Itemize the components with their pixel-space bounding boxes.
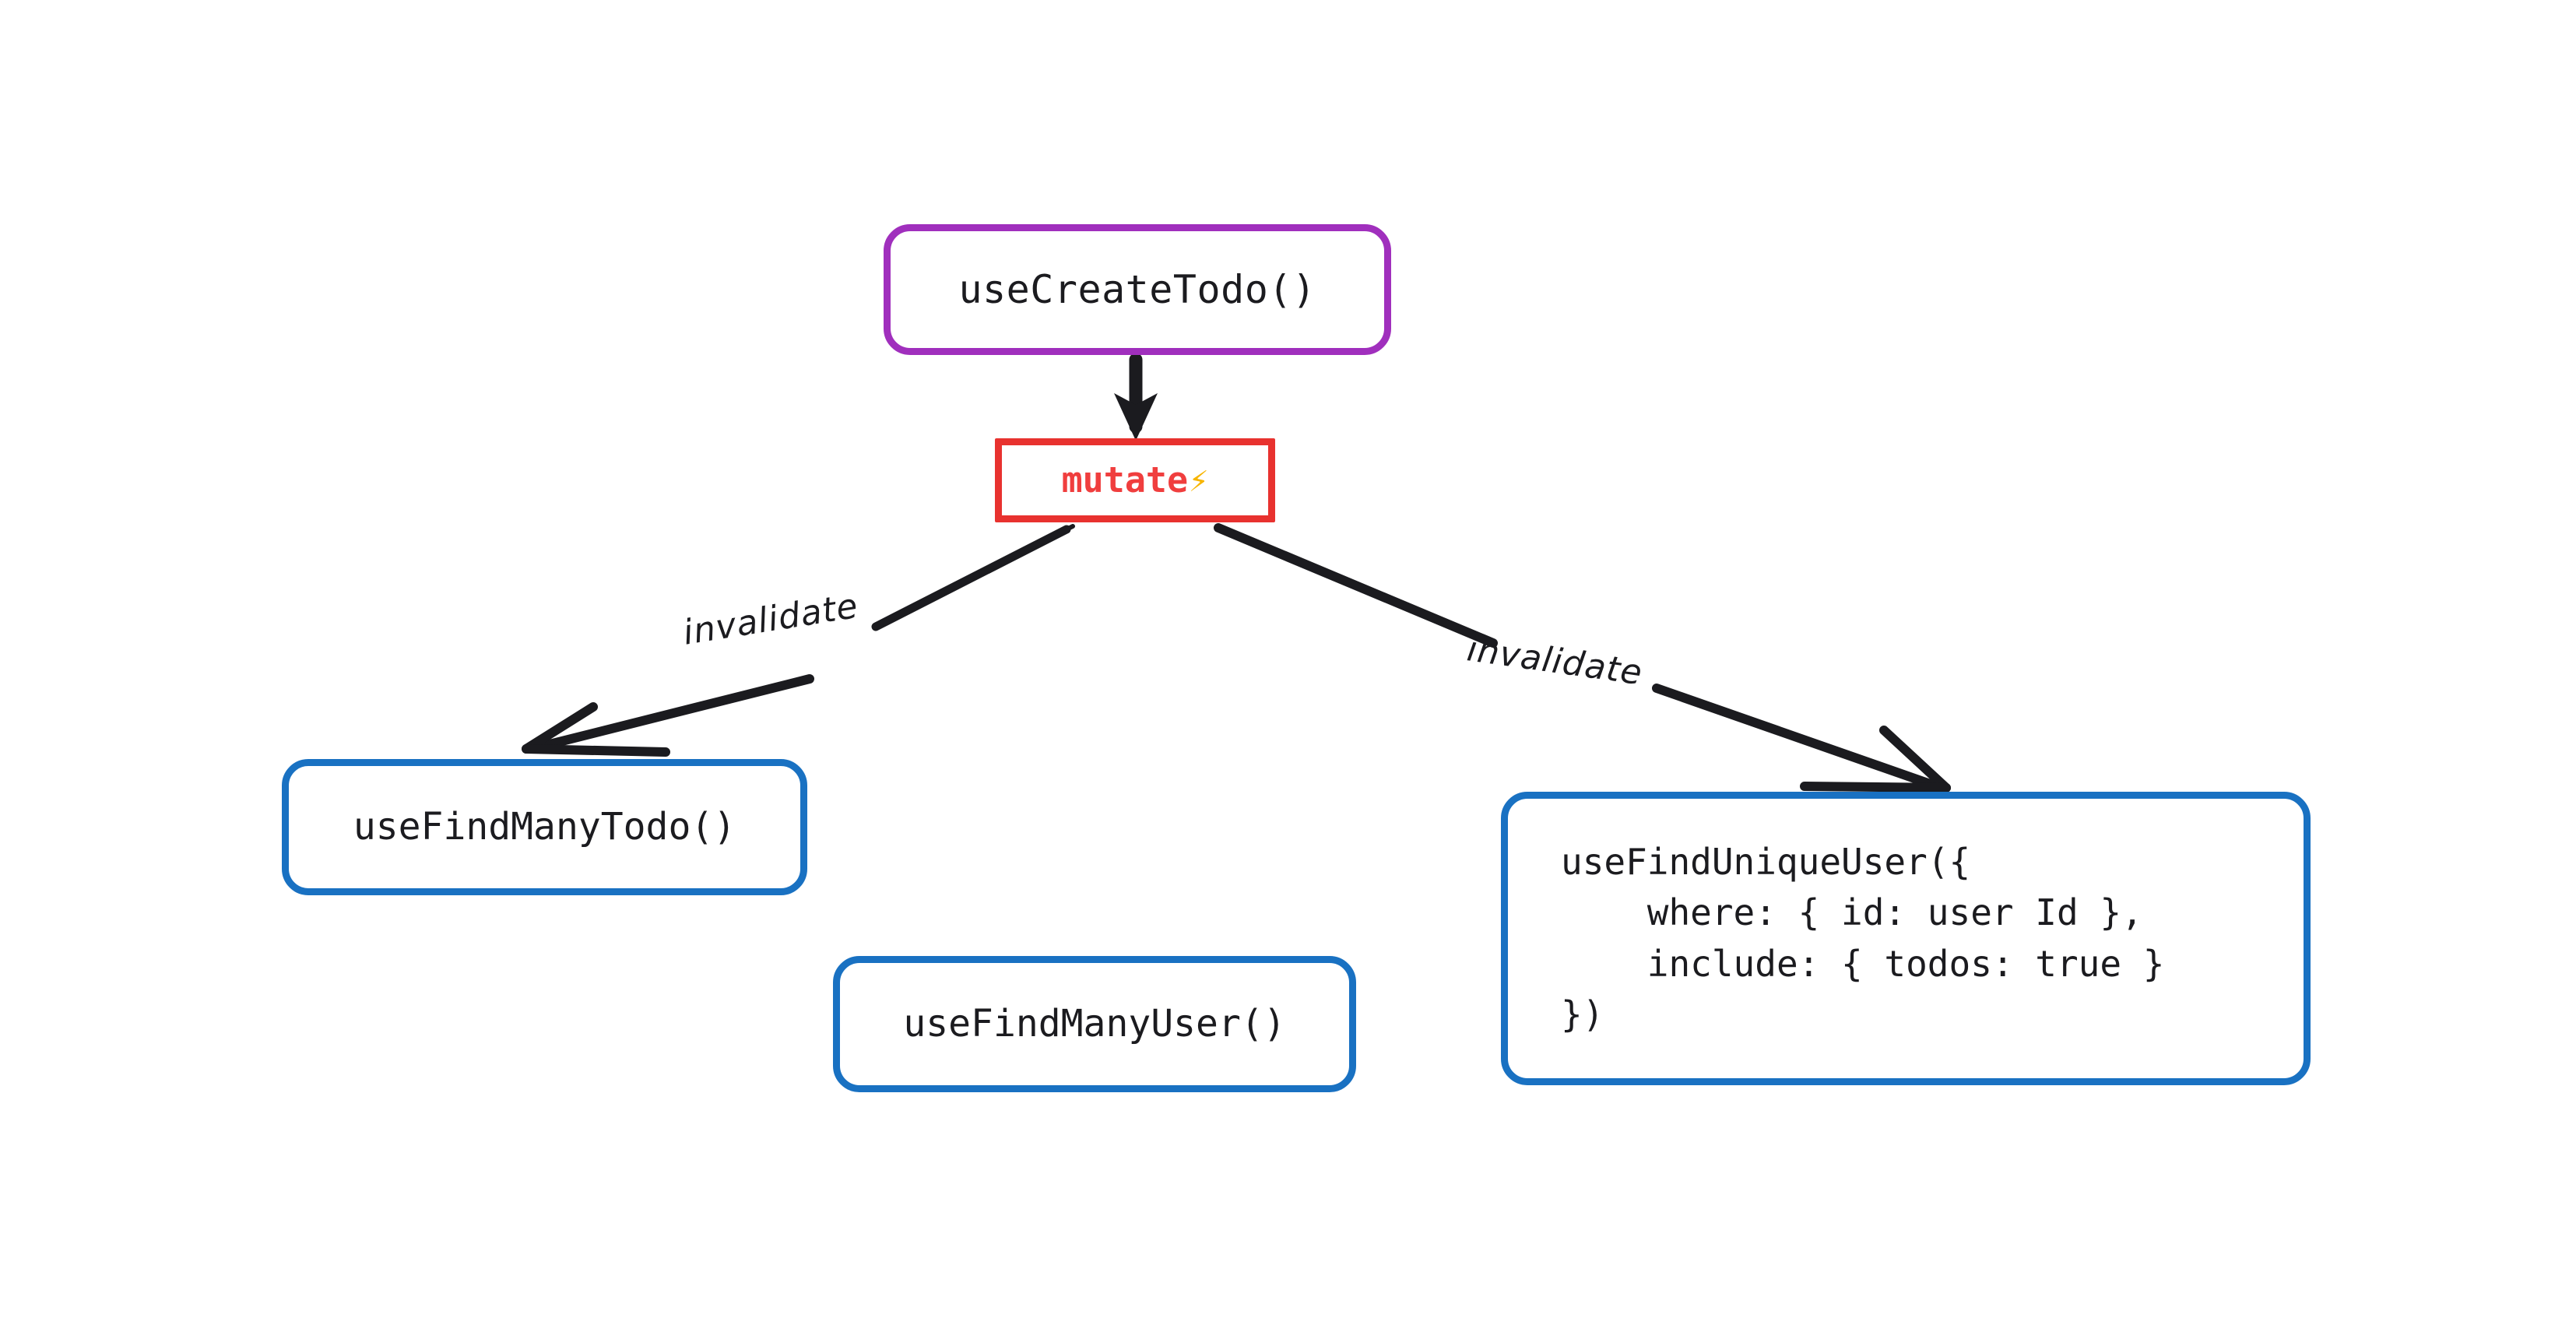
node-use-find-many-todo[interactable]: useFindManyTodo(): [282, 759, 807, 895]
node-label: useFindUniqueUser({ where: { id: user Id…: [1561, 840, 2165, 1035]
node-use-find-many-user[interactable]: useFindManyUser(): [833, 956, 1356, 1092]
node-use-find-unique-user[interactable]: useFindUniqueUser({ where: { id: user Id…: [1501, 792, 2311, 1085]
node-label-wrapper: mutate⚡: [1062, 456, 1209, 504]
edge-mutate-to-find-many-todo: [522, 524, 1075, 757]
node-mutate[interactable]: mutate⚡: [995, 438, 1275, 522]
node-label: useFindManyUser(): [903, 1002, 1286, 1046]
mutate-text: mutate: [1061, 459, 1189, 501]
edge-create-todo-to-mutate: [1114, 353, 1158, 441]
node-label: useFindManyTodo(): [353, 805, 736, 849]
edge-label-invalidate-right: invalidate: [1464, 629, 1646, 694]
node-label: useCreateTodo(): [958, 266, 1316, 312]
node-use-create-todo[interactable]: useCreateTodo(): [884, 224, 1391, 355]
lightning-bolt-icon: ⚡: [1189, 461, 1209, 499]
edge-label-invalidate-left: invalidate: [680, 585, 861, 653]
